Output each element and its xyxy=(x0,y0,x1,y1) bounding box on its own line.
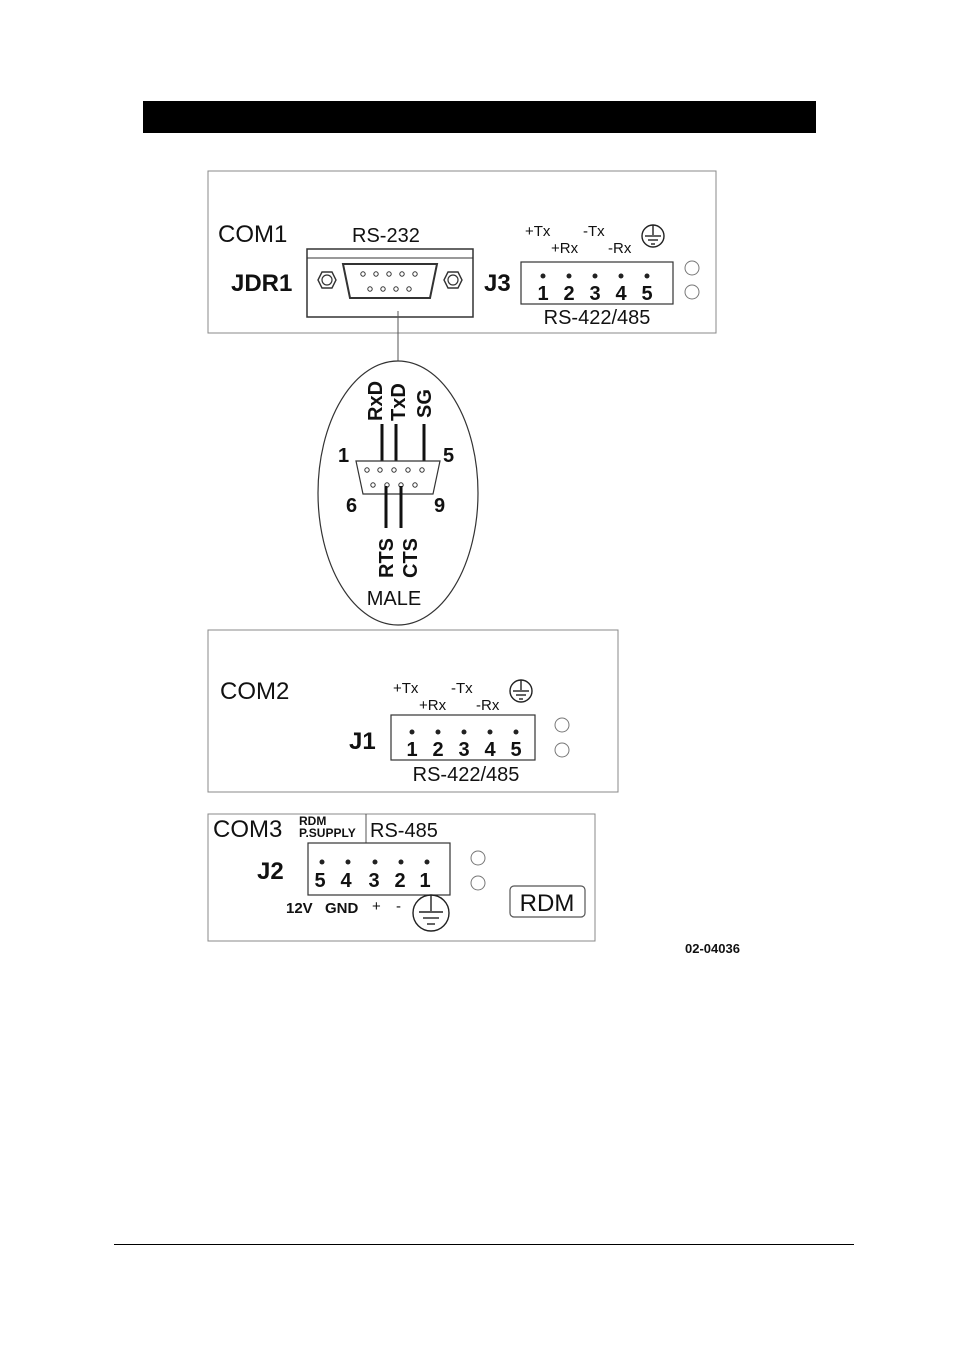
signal-minus-rx: -Rx xyxy=(608,240,632,257)
ground-icon xyxy=(642,225,664,247)
signal-plus-tx: +Tx xyxy=(525,223,551,240)
label-plus: + xyxy=(372,898,381,915)
com2-panel: COM2 J1 +Tx -Tx +Rx -Rx 1 2 3 4 5 RS-422… xyxy=(208,630,618,792)
signal-plus-rx: +Rx xyxy=(551,240,579,257)
j3-pin-1: 1 xyxy=(537,283,548,305)
jdr1-label: JDR1 xyxy=(231,270,292,297)
rs485-label: RS-485 xyxy=(370,820,438,842)
signal-minus-rx: -Rx xyxy=(476,697,500,714)
j2-label: J2 xyxy=(257,858,284,885)
pin-number-6: 6 xyxy=(346,495,357,517)
j3-pin-2: 2 xyxy=(563,283,574,305)
j3-pin-5: 5 xyxy=(641,283,652,305)
label-gnd: GND xyxy=(325,900,359,917)
j3-bus-label: RS-422/485 xyxy=(544,307,651,329)
com3-panel: COM3 RDM P.SUPPLY RS-485 J2 5 4 3 2 1 12… xyxy=(208,814,595,941)
rs232-label: RS-232 xyxy=(352,225,420,247)
j2-pin-4: 4 xyxy=(340,870,352,892)
db9-connector xyxy=(307,249,473,317)
signal-txd: TxD xyxy=(388,383,410,421)
com3-label: COM3 xyxy=(213,816,282,843)
j1-pin-2: 2 xyxy=(432,739,443,761)
db9-pinout-callout: RxD TxD SG 1 5 6 9 RTS CTS MALE xyxy=(318,361,478,625)
j2-pin-5: 5 xyxy=(314,870,325,892)
gender-label: MALE xyxy=(367,588,421,610)
com2-label: COM2 xyxy=(220,678,289,705)
j1-pin-1: 1 xyxy=(406,739,417,761)
label-minus: - xyxy=(396,898,401,915)
j1-pin-3: 3 xyxy=(458,739,469,761)
psupply-label: P.SUPPLY xyxy=(299,826,356,840)
signal-minus-tx: -Tx xyxy=(583,223,605,240)
signal-rxd: RxD xyxy=(365,381,387,421)
j3-pin-3: 3 xyxy=(589,283,600,305)
label-12v: 12V xyxy=(286,900,313,917)
com1-panel: COM1 RS-232 JDR1 J3 xyxy=(208,171,716,333)
figure-id: 02-04036 xyxy=(685,941,740,956)
signal-plus-rx: +Rx xyxy=(419,697,447,714)
j3-label: J3 xyxy=(484,270,511,297)
com1-label: COM1 xyxy=(218,221,287,248)
j3-pin-4: 4 xyxy=(615,283,627,305)
footer-rule xyxy=(114,1244,854,1245)
j1-pin-5: 5 xyxy=(510,739,521,761)
j2-pin-1: 1 xyxy=(419,870,430,892)
rdm-box-label: RDM xyxy=(520,890,575,917)
signal-sg: SG xyxy=(414,389,436,418)
ground-icon xyxy=(510,680,532,702)
j1-pin-4: 4 xyxy=(484,739,496,761)
pin-number-5: 5 xyxy=(443,445,454,467)
signal-minus-tx: -Tx xyxy=(451,680,473,697)
signal-rts: RTS xyxy=(376,538,398,578)
signal-plus-tx: +Tx xyxy=(393,680,419,697)
j1-bus-label: RS-422/485 xyxy=(413,764,520,786)
pin-number-1: 1 xyxy=(338,445,349,467)
j1-label: J1 xyxy=(349,728,376,755)
j2-pin-2: 2 xyxy=(394,870,405,892)
pin-number-9: 9 xyxy=(434,495,445,517)
signal-cts: CTS xyxy=(400,538,422,578)
j2-pin-3: 3 xyxy=(368,870,379,892)
